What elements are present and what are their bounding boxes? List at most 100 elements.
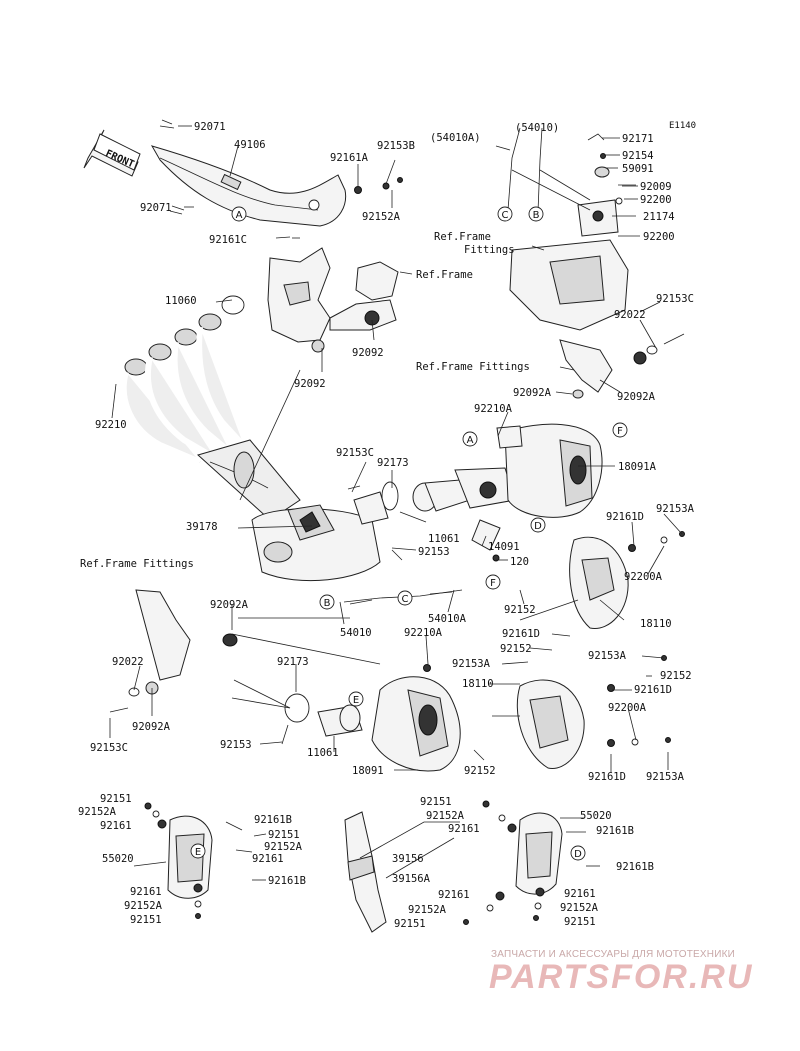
part-label: 92152A [78, 806, 117, 818]
part-label: 92151 [394, 918, 426, 930]
part-label: 92092A [210, 599, 249, 611]
part-label: 92200A [608, 702, 647, 714]
leader-lines [109, 125, 683, 881]
part-label: 92161 [448, 823, 480, 835]
part-label: 92171 [622, 133, 654, 145]
part-label: (54010A) [430, 132, 481, 144]
seat-cowl-part [150, 119, 403, 239]
part-label: 92071 [194, 121, 226, 133]
heat-shield-18110-upper [569, 531, 685, 629]
callout-A-top: A [231, 206, 247, 222]
part-label: 92153B [377, 140, 415, 152]
part-label: 92161D [634, 684, 672, 696]
part-label: 18110 [640, 618, 672, 630]
diagram-code: E1140 [669, 121, 696, 131]
part-label: 92152 [500, 643, 532, 655]
svg-text:B: B [324, 598, 331, 609]
valve-cables-top [507, 127, 591, 213]
part-label: 39156A [392, 873, 431, 885]
part-label: 92092A [617, 391, 656, 403]
part-label: 55020 [580, 810, 612, 822]
ref-frame-label: Ref.Frame [416, 269, 473, 281]
part-label: 18091 [352, 765, 384, 777]
part-label: 92152 [504, 604, 536, 616]
ref-frame-fittings-label-left: Ref.Frame Fittings [80, 558, 194, 570]
part-label: 92161 [130, 886, 162, 898]
part-label: 92161B [616, 861, 654, 873]
svg-text:F: F [617, 426, 623, 437]
part-label: 92161C [209, 234, 247, 246]
part-label: 92153C [336, 447, 374, 459]
clamp-pipe-mid [347, 479, 471, 561]
svg-text:D: D [574, 849, 582, 860]
part-label: 92152 [464, 765, 496, 777]
part-label: 92173 [377, 457, 409, 469]
part-label: 92092A [132, 721, 171, 733]
part-label: 92151 [130, 914, 162, 926]
part-label: 92153A [588, 650, 627, 662]
svg-text:E: E [195, 847, 201, 858]
part-label: 92071 [140, 202, 172, 214]
right-footrest-bracket [559, 333, 685, 399]
exhaust-header-pipes [120, 313, 301, 521]
part-label: 92009 [640, 181, 672, 193]
part-label: 18091A [618, 461, 657, 473]
part-label: 92152 [660, 670, 692, 682]
svg-text:E: E [353, 695, 359, 706]
part-label: 92092A [513, 387, 552, 399]
part-label: (54010) [515, 122, 559, 134]
gasket-11060 [221, 295, 245, 315]
watermark-logo: PARTSFOR.RU [489, 958, 754, 996]
part-label: 11061 [428, 533, 460, 545]
part-label: 92151 [100, 793, 132, 805]
battery-case-part [509, 133, 636, 331]
part-label: 120 [510, 556, 529, 568]
svg-text:B: B [533, 210, 540, 221]
svg-text:C: C [402, 594, 409, 605]
ref-frame-fittings-a: Ref.Frame [434, 231, 491, 243]
part-number-labels: 92071 49106 92071 92161C 92161A 92153B 9… [78, 121, 695, 930]
part-label: 92153 [418, 546, 450, 558]
part-label: 92153C [656, 293, 694, 305]
part-label: 54010A [428, 613, 467, 625]
exhaust-valve-actuator [454, 467, 516, 562]
part-label: 92210A [404, 627, 443, 639]
cover-55020-right [463, 800, 563, 925]
part-label: 59091 [622, 163, 654, 175]
clamp-pipe-low [281, 693, 363, 745]
frame-bracket-part [267, 247, 399, 353]
part-label: 92161 [252, 853, 284, 865]
part-label: 92200A [624, 571, 663, 583]
ref-frame-fittings-label: Ref.Frame Fittings [416, 361, 530, 373]
part-label: 92022 [614, 309, 646, 321]
left-footrest-bracket [109, 589, 238, 713]
ref-frame-fittings-b: Fittings [464, 244, 515, 256]
callout-D-right: D [570, 845, 586, 861]
svg-text:D: D [534, 521, 542, 532]
watermark-tagline: ЗАПЧАСТИ И АКСЕССУАРЫ ДЛЯ МОТОТЕХНИКИ [491, 949, 736, 960]
heat-shield-18110-lower [516, 655, 671, 769]
part-label: 92161 [100, 820, 132, 832]
part-label: 92152A [560, 902, 599, 914]
part-label: 21174 [643, 211, 675, 223]
part-label: 92161 [438, 889, 470, 901]
part-label: 55020 [102, 853, 134, 865]
part-label: 92161D [588, 771, 626, 783]
svg-text:F: F [490, 578, 496, 589]
part-label: 92210 [95, 419, 127, 431]
part-label: 92200 [643, 231, 675, 243]
part-label: 92151 [564, 916, 596, 928]
part-label: 49106 [234, 139, 266, 151]
callout-D-mid: D [530, 517, 546, 533]
svg-text:A: A [236, 210, 243, 221]
front-arrow-icon: FRONT [83, 129, 141, 177]
part-label: 92092 [294, 378, 326, 390]
part-label: 92151 [268, 829, 300, 841]
part-label: 14091 [488, 541, 520, 553]
callout-F-mid: F [612, 422, 628, 438]
part-label: 92161D [502, 628, 540, 640]
heat-guard-39156 [344, 811, 387, 933]
part-label: 18110 [462, 678, 494, 690]
